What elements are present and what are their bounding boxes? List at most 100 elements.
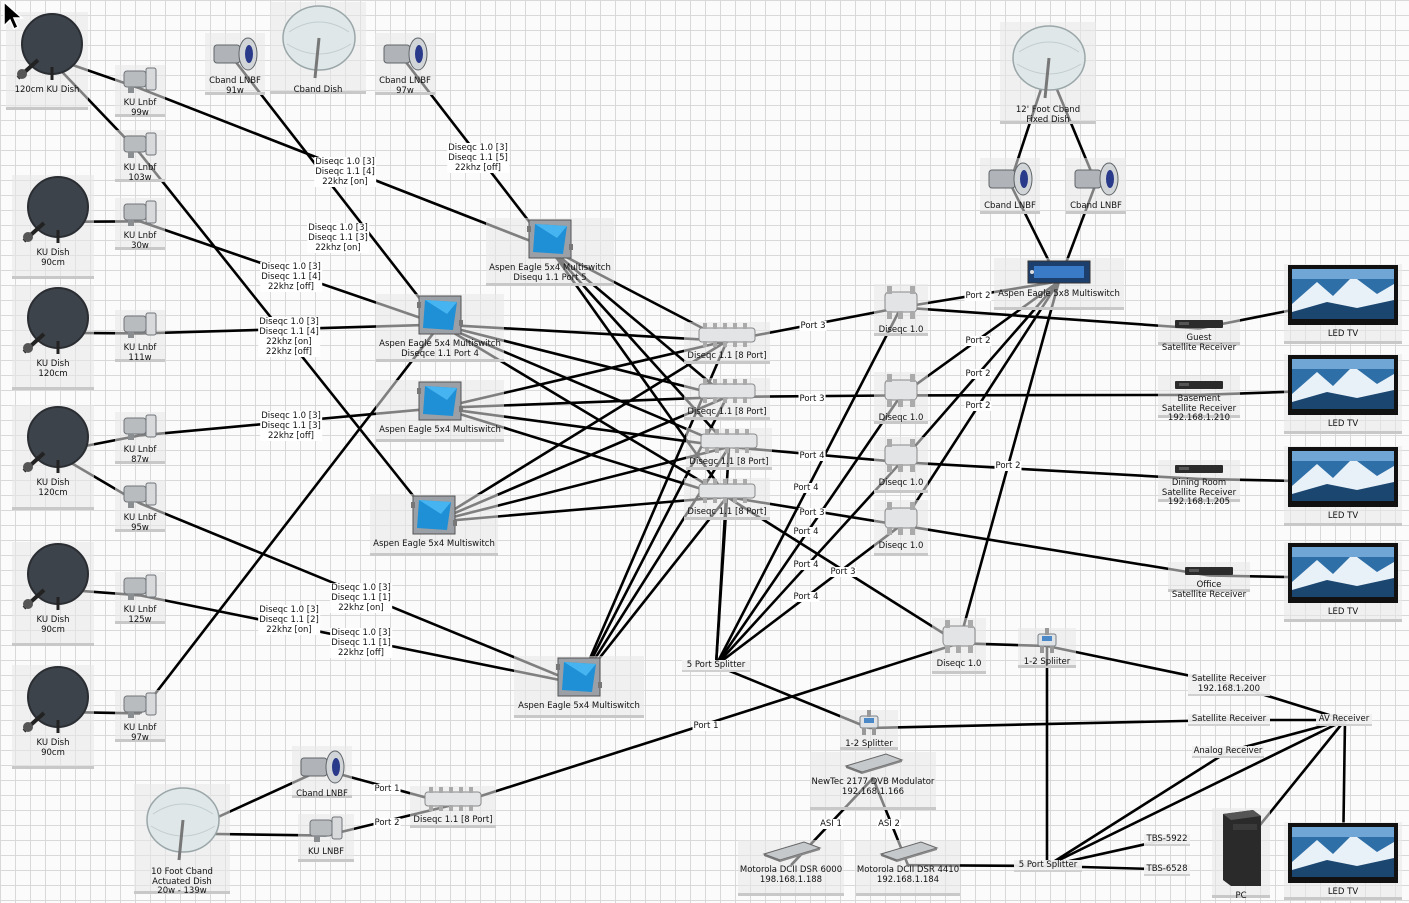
edge-label-line: Port 2 — [965, 369, 991, 379]
node-dish120ku[interactable]: 120cm KU Dish — [6, 12, 88, 110]
node-d11bot[interactable]: Diseqc 1.1 [8 Port] — [410, 786, 496, 828]
node-msB[interactable]: Aspen Eagle 5x4 Multiswitch — [370, 494, 498, 556]
node-analog[interactable]: Analog Receiver — [1192, 746, 1264, 758]
node-msA[interactable]: Aspen Eagle 5x4 Multiswitch — [376, 380, 504, 442]
edge-label: Diseqc 1.0 [3]Diseqc 1.1 [3]22khz [off] — [260, 411, 322, 441]
node-cbBot[interactable]: Cband LNBF — [292, 746, 352, 799]
node-tv2[interactable]: LED TV — [1284, 354, 1402, 434]
edge-label: Port 1 — [692, 721, 720, 731]
node-caption: TBS-5922 — [1144, 834, 1190, 845]
edge-label-line: Diseqc 1.0 [3] — [259, 605, 319, 615]
node-d11b[interactable]: Diseqc 1.1 [8 Port] — [684, 378, 770, 420]
node-caption: Diseqc 1.1 [8 Port] — [684, 507, 770, 518]
edge-label-line: Port 3 — [830, 567, 856, 577]
node-d11c[interactable]: Disegc 1.1 [8 Port] — [686, 428, 772, 470]
node-caption-line: PC — [1235, 891, 1247, 901]
edge-label-line: Diseqc 1.1 [1] — [331, 593, 391, 603]
edge-label: Port 2 — [964, 369, 992, 379]
edge-label: Port 3 — [799, 321, 827, 331]
node-d10c[interactable]: Diseqc 1.0 — [874, 437, 928, 493]
node-caption: Diseqc 1.0 — [932, 659, 986, 670]
node-ms58[interactable]: Aspen Eagle 5x8 Multiswitch — [994, 258, 1124, 310]
node-cbR1[interactable]: Cband LNBF — [980, 158, 1040, 214]
node-d11a[interactable]: Diseqc 1.1 [8 Port] — [684, 322, 770, 364]
node-tv4[interactable]: LED TV — [1284, 542, 1402, 622]
node-split5b[interactable]: 5 Port Splitter — [1014, 860, 1082, 872]
node-tv3[interactable]: LED TV — [1284, 446, 1402, 526]
node-satrx[interactable]: Satellite Receiver — [1188, 714, 1270, 726]
node-d10a[interactable]: Diseqc 1.0 — [874, 284, 928, 336]
node-d10d[interactable]: Diseqc 1.0 — [874, 500, 928, 556]
edge-label: Diseqc 1.0 [3]Diseqc 1.1 [4]22khz [on] — [314, 157, 376, 187]
node-d11d[interactable]: Diseqc 1.1 [8 Port] — [684, 478, 770, 520]
node-caption-line: KU LNBF — [307, 847, 345, 857]
node-msC[interactable]: Aspen Eagle 5x4 Multiswitch — [514, 656, 644, 718]
node-tv1[interactable]: LED TV — [1284, 264, 1402, 344]
edge-label-line: Port 2 — [965, 401, 991, 411]
node-cbanddish[interactable]: Cband Dish — [270, 2, 366, 95]
diseqc-wide-icon — [686, 428, 772, 458]
node-caption-line: Satellite Receiver — [1161, 487, 1237, 498]
node-caption: Diseqc 1.1 [8 Port] — [684, 351, 770, 362]
node-caption-line: Cband Dish — [293, 85, 343, 95]
node-caption-line: Analog Receiver — [1193, 746, 1263, 756]
node-caption-line: Aspen Eagle 5x4 Multiswitch — [518, 701, 640, 711]
diseqc-icon — [874, 437, 928, 479]
lnb-ku-icon — [115, 572, 165, 606]
node-split5a[interactable]: 5 Port Splitter — [682, 660, 750, 672]
node-caption-line: KU Dish — [36, 248, 70, 258]
node-caption: Diseqc 1.0 — [874, 325, 928, 336]
node-tbs6528[interactable]: TBS-6528 — [1144, 864, 1190, 876]
node-tv5[interactable]: LED TV — [1284, 822, 1402, 900]
node-kuBot[interactable]: KU LNBF — [298, 814, 354, 862]
edge-label: Port 1 — [373, 784, 401, 794]
node-caption-line: 90cm — [41, 624, 65, 635]
node-split12a[interactable]: 1-2 Spliiter — [1018, 628, 1076, 668]
node-d10e[interactable]: Diseqc 1.0 — [932, 618, 986, 674]
edge-label: Diseqc 1.0 [3]Diseqc 1.1 [5]22khz [off] — [447, 143, 509, 173]
node-caption-line: 97w — [131, 732, 149, 743]
edge-label-line: Diseqc 1.1 [1] — [331, 638, 391, 648]
node-caption-line: KU Lnbf — [123, 163, 157, 173]
connection-line — [233, 60, 442, 326]
node-tbs5922[interactable]: TBS-5922 — [1144, 834, 1190, 846]
node-cbR2[interactable]: Cband LNBF — [1066, 158, 1126, 214]
node-avrx[interactable]: AV Receiver — [1316, 714, 1372, 726]
edge-label: Port 4 — [792, 560, 820, 570]
node-pc[interactable]: PC — [1212, 808, 1270, 901]
node-split12b[interactable]: 1-2 Splitter — [840, 710, 898, 750]
edge-label-line: Diseqc 1.0 [3] — [331, 628, 391, 638]
node-d10b[interactable]: Diseqc 1.0 — [874, 372, 928, 424]
connection-line — [900, 460, 1200, 481]
